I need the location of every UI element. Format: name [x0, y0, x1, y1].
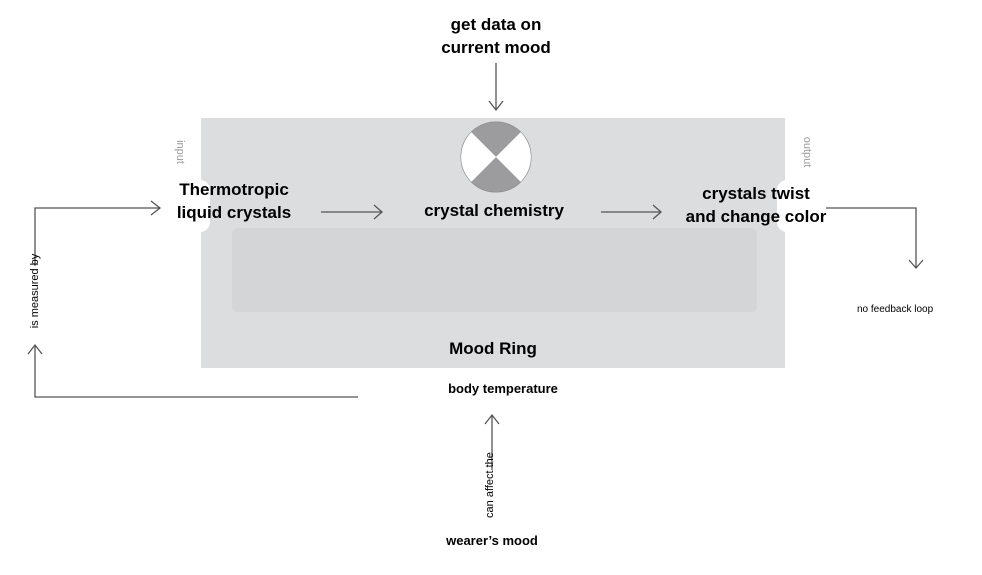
measured-path-upper [34, 207, 160, 266]
input-node-line-2: liquid crystals [176, 203, 292, 222]
output-tag: output [801, 136, 813, 168]
top-label: get data on current mood [406, 13, 586, 59]
input-node: Thermotropic liquid crystals [148, 178, 320, 224]
process-to-output-head [652, 204, 662, 220]
feedback-note: no feedback loop [857, 304, 934, 315]
system-box-inner-panel [232, 228, 757, 312]
affect-arrow-head [484, 413, 500, 425]
input-to-process-head [373, 204, 383, 220]
source-label: wearer’s mood [446, 533, 538, 548]
output-node-line-2: and change color [685, 207, 827, 226]
input-node-line-1: Thermotropic [179, 180, 289, 199]
output-node-line-1: crystals twist [702, 184, 810, 203]
top-arrow-head [488, 100, 504, 112]
process-node: crystal chemistry [424, 201, 564, 220]
output-path-line [826, 207, 917, 268]
input-notch [196, 180, 210, 232]
measured-arrow-head-up [27, 343, 43, 355]
measured-path-lower [34, 346, 358, 398]
sensor-label: body temperature [448, 381, 558, 396]
measured-arrow-head-right [150, 200, 162, 216]
system-name: Mood Ring [449, 339, 537, 358]
output-node: crystals twist and change color [665, 182, 847, 228]
edge-label-measured: is measured by [29, 253, 41, 329]
top-label-line-2: current mood [441, 38, 551, 57]
edge-label-affect: can affect the [484, 452, 496, 518]
quadrant-circle-icon [460, 121, 532, 193]
output-notch [777, 180, 791, 232]
output-arrow-head [908, 259, 924, 269]
top-label-line-1: get data on [450, 15, 542, 34]
input-tag: input [174, 140, 186, 164]
